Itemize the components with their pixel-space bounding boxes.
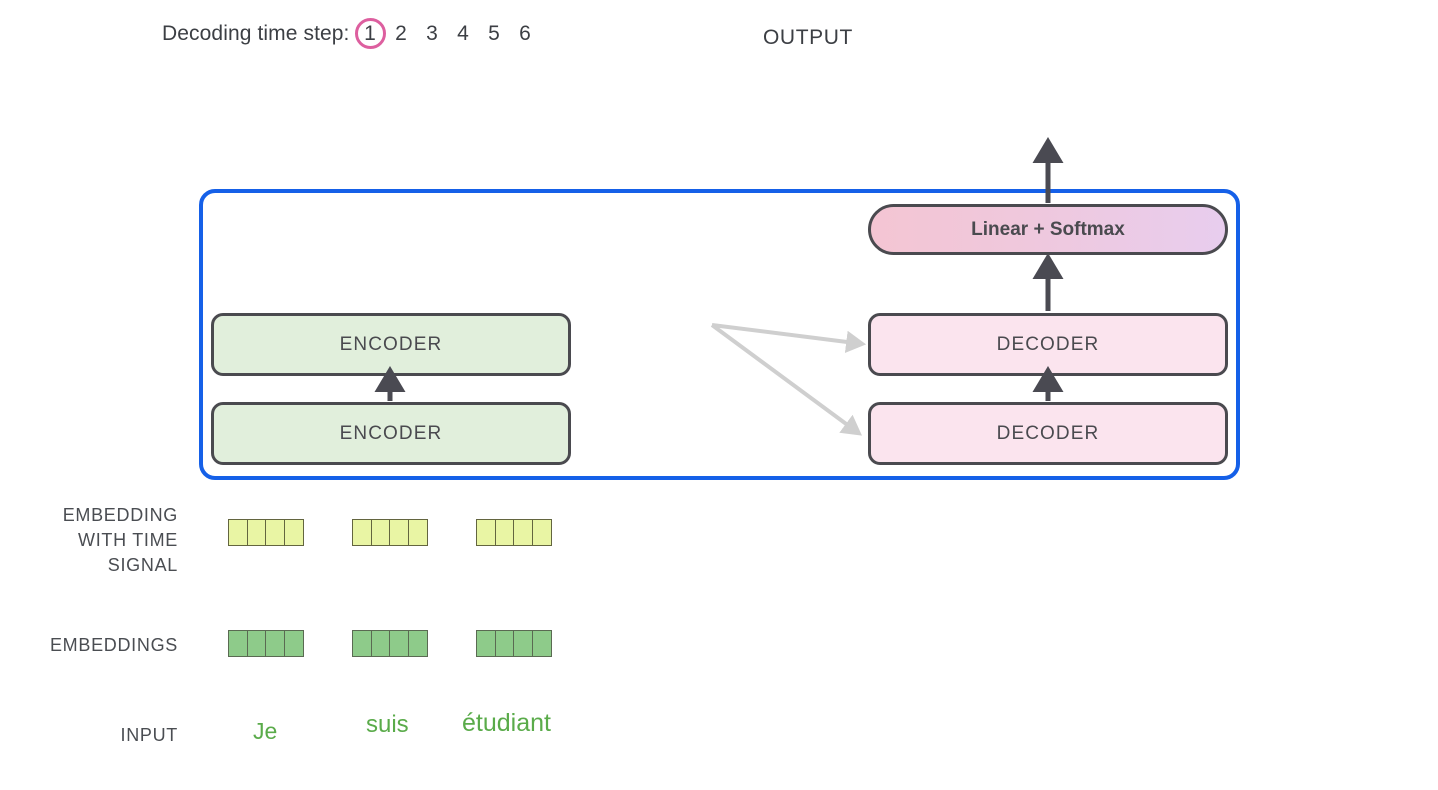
vector-cell xyxy=(476,519,496,546)
embedding-vector-etudiant xyxy=(476,630,552,657)
vector-cell xyxy=(228,630,248,657)
linear-softmax-block: Linear + Softmax xyxy=(868,204,1228,255)
decoding-time-step-bar: Decoding time step: 1 2 3 4 5 6 xyxy=(162,18,541,49)
input-label: INPUT xyxy=(120,725,178,745)
vector-cell xyxy=(265,630,285,657)
time-step-5[interactable]: 5 xyxy=(488,21,500,45)
vector-cell xyxy=(352,630,372,657)
time-step-6[interactable]: 6 xyxy=(519,21,531,45)
embedding-with-time-signal-label-line-1: EMBEDDING xyxy=(62,505,178,525)
vector-cell xyxy=(407,519,428,546)
vector-cell xyxy=(246,519,267,546)
vector-cell xyxy=(407,630,428,657)
vector-cell xyxy=(494,630,515,657)
time-step-list: 1 2 3 4 5 6 xyxy=(354,18,541,49)
time-step-3[interactable]: 3 xyxy=(426,21,438,45)
vector-cell xyxy=(494,519,515,546)
encoder-block-top: ENCODER xyxy=(211,313,571,376)
embedding-vector-suis xyxy=(352,630,428,657)
vector-cell xyxy=(370,630,391,657)
vector-cell xyxy=(389,519,409,546)
encoder-block-bottom: ENCODER xyxy=(211,402,571,465)
embedding-with-time-signal-label-line-2: WITH TIME xyxy=(78,530,178,550)
embedding-vector-je xyxy=(228,630,304,657)
vector-cell xyxy=(513,519,533,546)
vector-cell xyxy=(531,519,552,546)
vector-cell xyxy=(265,519,285,546)
output-title: OUTPUT xyxy=(763,26,853,49)
decoder-block-top: DECODER xyxy=(868,313,1228,376)
vector-cell xyxy=(352,519,372,546)
input-token-suis: suis xyxy=(366,711,409,738)
input-token-je: Je xyxy=(253,718,278,744)
time-step-2[interactable]: 2 xyxy=(395,21,407,45)
input-token-etudiant: étudiant xyxy=(462,709,551,737)
vector-cell xyxy=(228,519,248,546)
vector-cell xyxy=(370,519,391,546)
vector-cell xyxy=(389,630,409,657)
vector-cell xyxy=(476,630,496,657)
embeddings-label: EMBEDDINGS xyxy=(49,635,178,655)
time-signal-vector-etudiant xyxy=(476,519,552,546)
time-signal-vector-suis xyxy=(352,519,428,546)
vector-cell xyxy=(246,630,267,657)
time-signal-vector-je xyxy=(228,519,304,546)
vector-cell xyxy=(513,630,533,657)
vector-cell xyxy=(283,519,304,546)
time-step-4[interactable]: 4 xyxy=(457,21,469,45)
decoding-time-step-label: Decoding time step: xyxy=(162,21,350,45)
transformer-model-frame xyxy=(199,189,1240,480)
embedding-with-time-signal-label: EMBEDDING WITH TIME SIGNAL xyxy=(18,503,178,578)
vector-cell xyxy=(283,630,304,657)
decoder-block-bottom: DECODER xyxy=(868,402,1228,465)
time-step-1[interactable]: 1 xyxy=(354,18,386,49)
vector-cell xyxy=(531,630,552,657)
embedding-with-time-signal-label-line-3: SIGNAL xyxy=(107,555,178,575)
